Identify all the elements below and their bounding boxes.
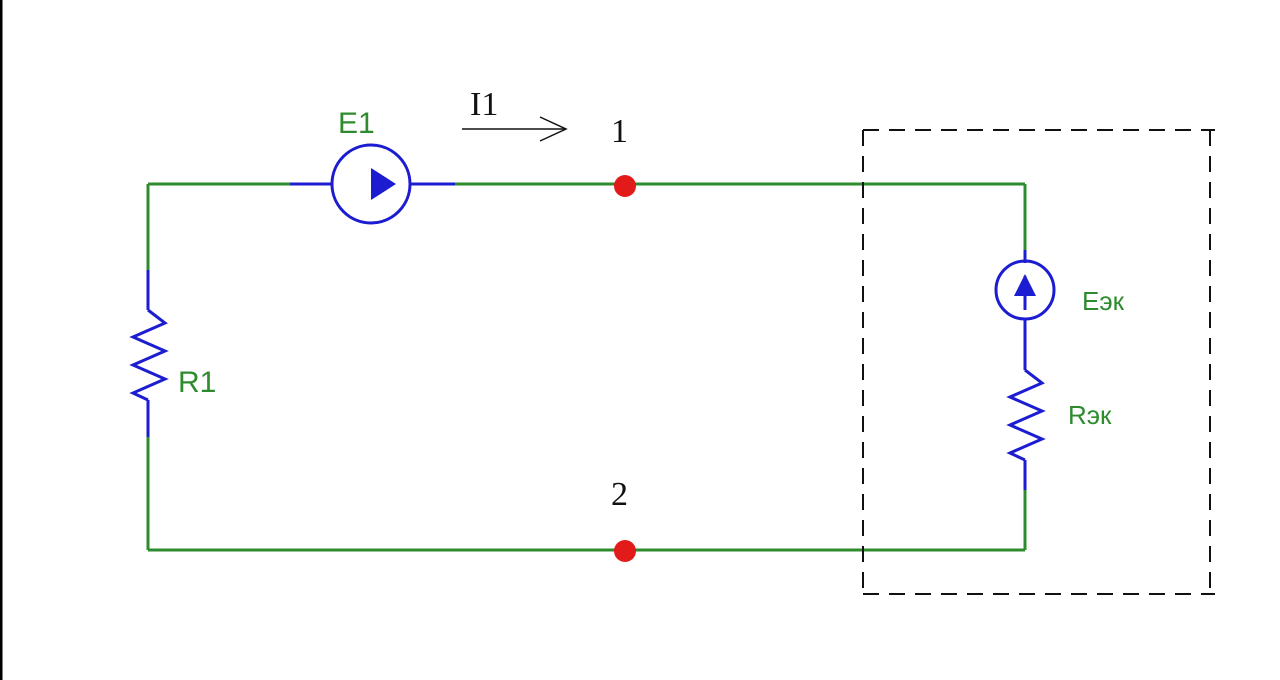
- eq-resistor-label: Rэк: [1068, 400, 1112, 430]
- eq-source-symbol: [994, 250, 1056, 370]
- eq-source-label: Eэк: [1082, 286, 1125, 316]
- r1-resistor-symbol: [129, 270, 169, 437]
- eq-resistor-symbol: [1006, 368, 1046, 490]
- node-1-dot: [614, 175, 636, 197]
- r1-label: R1: [178, 366, 216, 399]
- e1-label: E1: [338, 107, 375, 140]
- node-2-label: 2: [611, 476, 628, 513]
- current-arrow: [462, 116, 568, 142]
- node-1-label: 1: [611, 113, 628, 150]
- e1-source-symbol: [290, 143, 455, 225]
- equivalent-frame: [862, 129, 1215, 595]
- current-label: I1: [470, 86, 498, 123]
- node-2-dot: [614, 540, 636, 562]
